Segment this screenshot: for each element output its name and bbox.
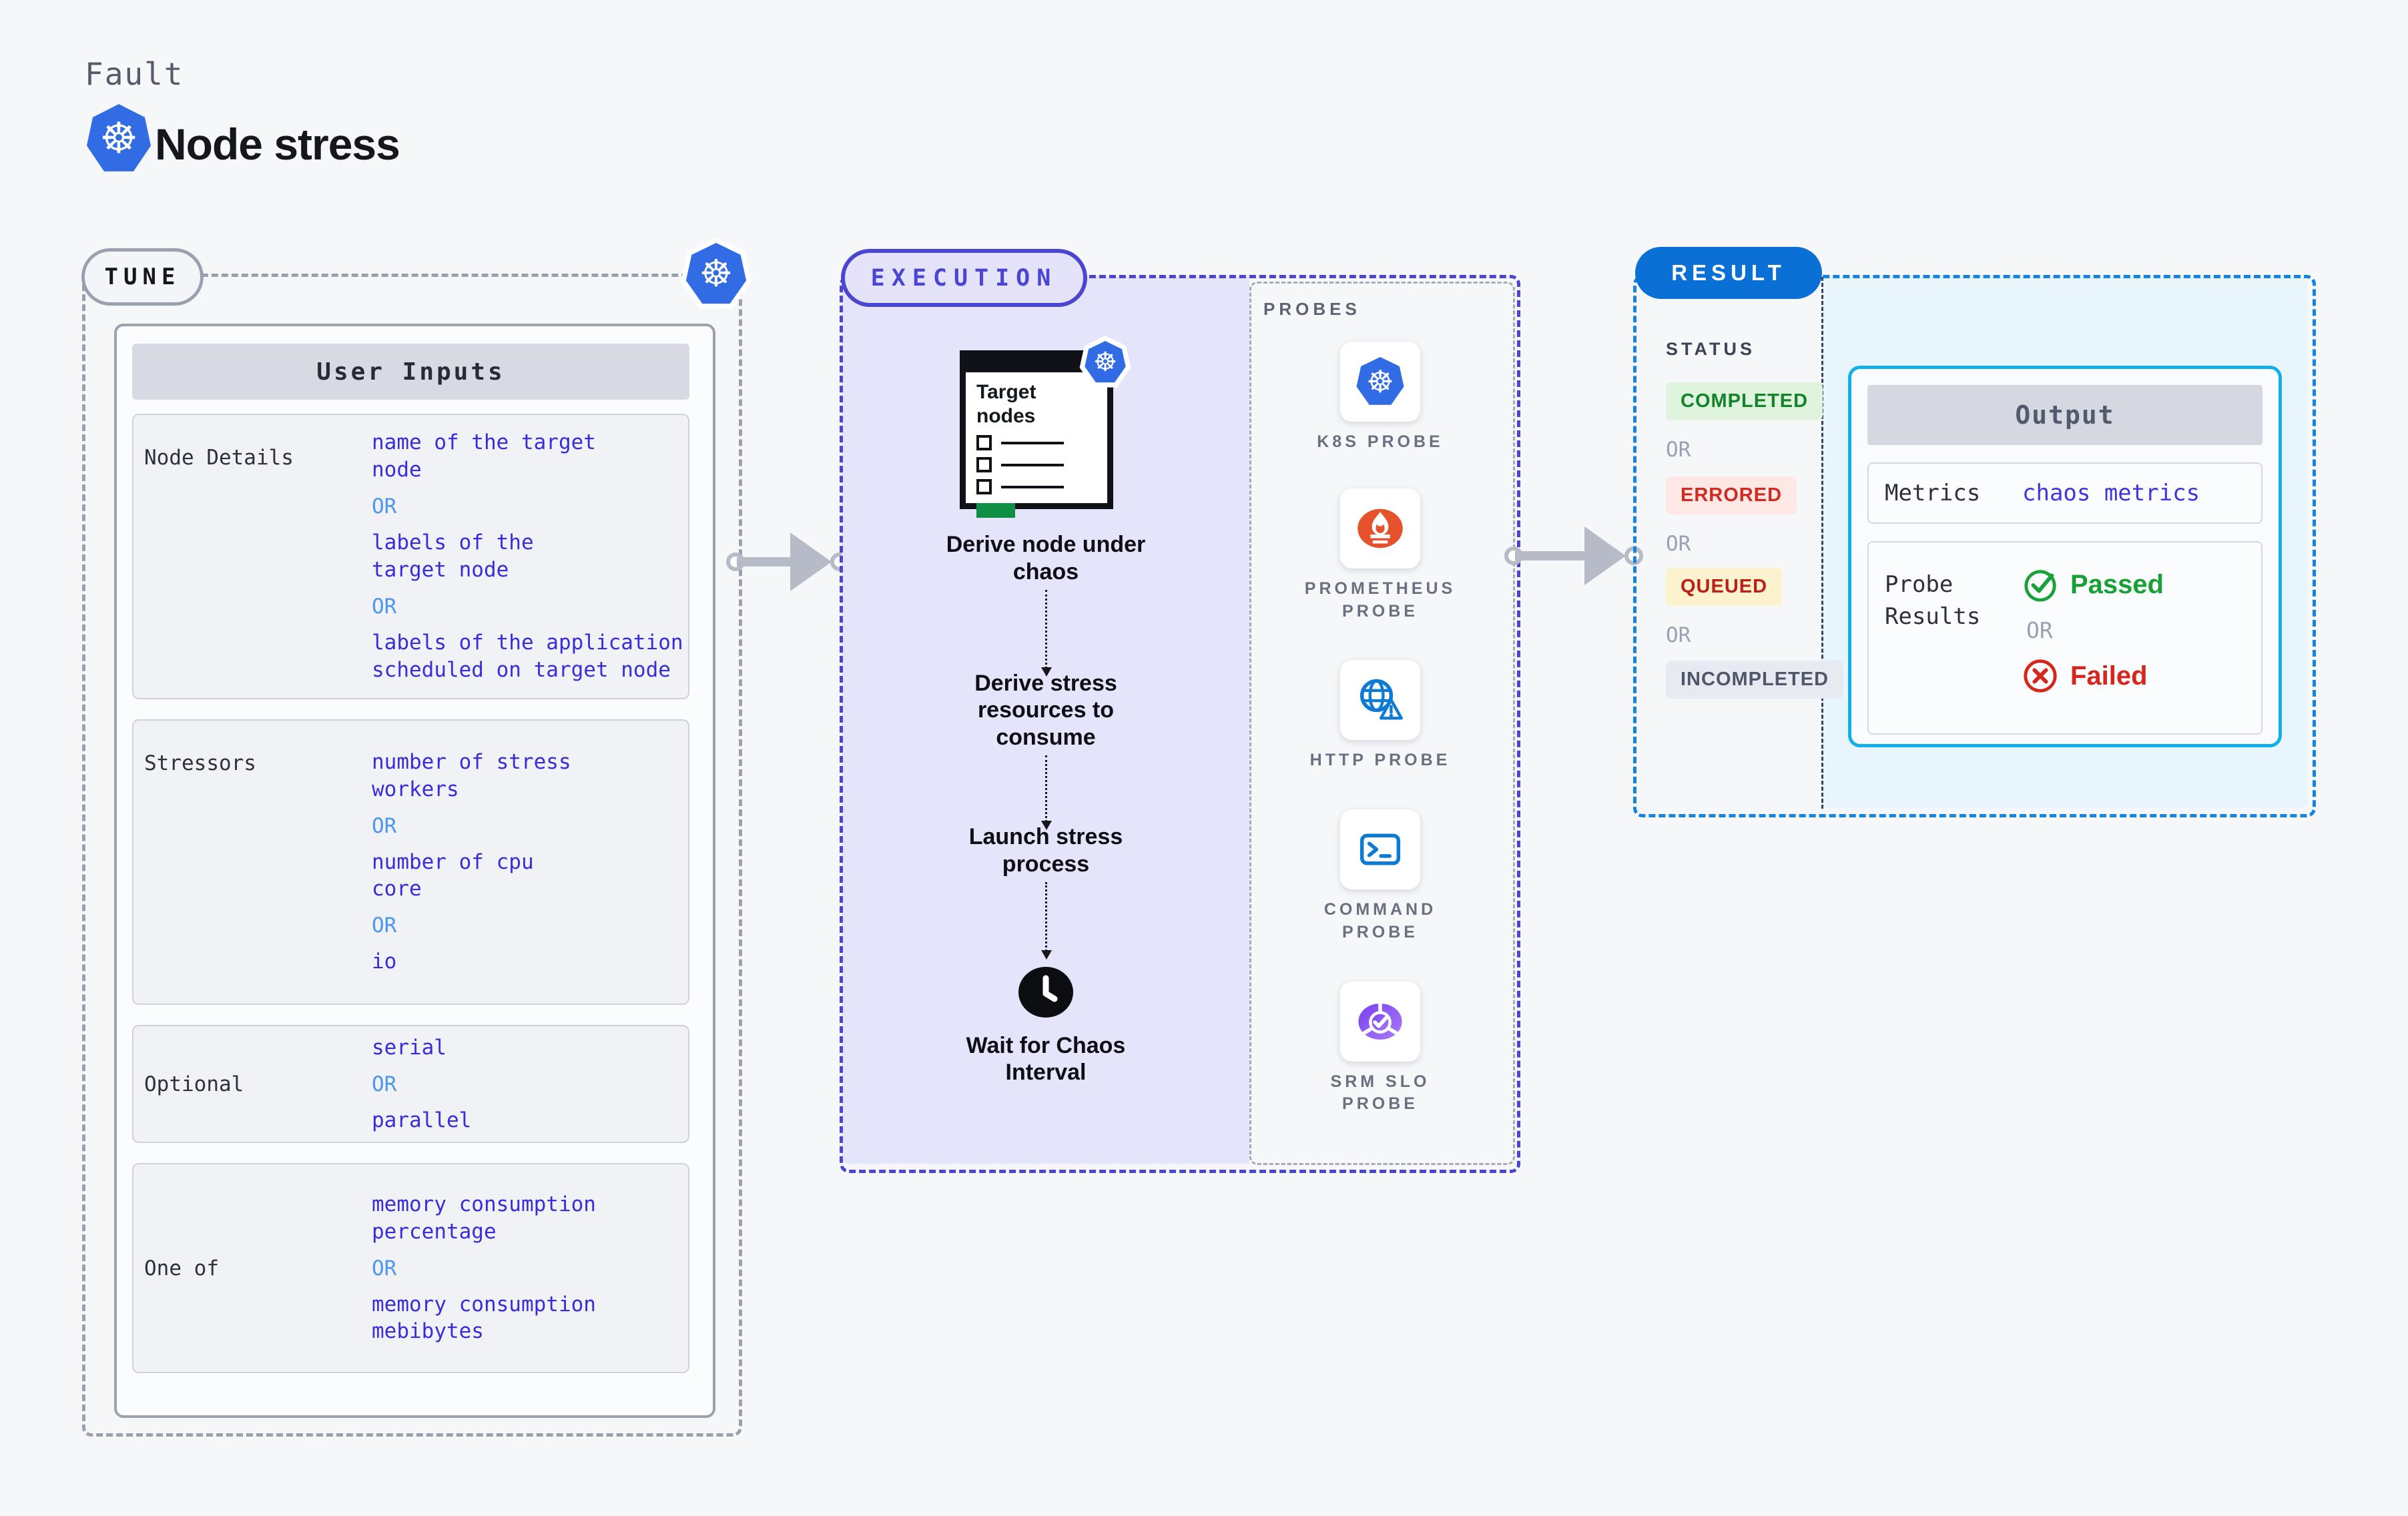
- execution-section-box: [840, 275, 1520, 1173]
- probes-title: PROBES: [1263, 299, 1361, 319]
- kubernetes-badge-icon: ☸: [681, 238, 751, 309]
- execution-to-result-arrow-icon: [1504, 526, 1643, 585]
- user-inputs-header: User Inputs: [132, 344, 689, 400]
- tune-row-one-of: One of memory consumption percentage OR …: [132, 1163, 689, 1373]
- or-separator: OR: [1666, 623, 1691, 647]
- or-separator: OR: [1666, 532, 1691, 556]
- x-circle-icon: [2024, 659, 2057, 693]
- execution-flow: Derive node under chaos Derive stress re…: [842, 531, 1249, 1086]
- flow-step: Derive stress resources to consume: [974, 670, 1117, 751]
- probes-list: ☸ K8S PROBE PROMETHEUS PROBE: [1249, 282, 1511, 1116]
- probe-results-row: Probe Results Passed OR Faile: [1867, 541, 2263, 735]
- probe-label: PROMETHEUS PROBE: [1304, 579, 1456, 621]
- probe-label: K8S PROBE: [1317, 432, 1444, 451]
- fault-eyebrow: Fault: [85, 56, 184, 92]
- row-label: Stressors: [144, 751, 256, 775]
- page-title: Node stress: [155, 119, 400, 169]
- or-separator: OR: [372, 913, 397, 938]
- tune-badge: TUNE: [81, 248, 204, 306]
- row-value: labels of the target node: [372, 530, 534, 582]
- probe-label: HTTP PROBE: [1309, 751, 1451, 770]
- or-separator: OR: [2026, 617, 2053, 643]
- flow-arrow-icon: [1040, 755, 1052, 830]
- tune-section-box: [82, 274, 742, 1437]
- flow-step: Derive node under chaos: [946, 532, 1146, 585]
- row-value: serial: [372, 1035, 446, 1060]
- kubernetes-badge-icon: ☸: [1079, 336, 1131, 388]
- status-badge-queued: QUEUED: [1666, 568, 1783, 606]
- execution-badge: EXECUTION: [841, 249, 1087, 307]
- status-column: STATUS COMPLETED OR ERRORED OR QUEUED OR…: [1633, 275, 1844, 699]
- check-circle-icon: [2024, 570, 2056, 602]
- status-badge-errored: ERRORED: [1666, 476, 1797, 514]
- probe-label: SRM SLO PROBE: [1330, 1072, 1430, 1114]
- tune-row-stressors: Stressors number of stress workers OR nu…: [132, 719, 689, 1005]
- srm-slo-probe-icon: [1340, 981, 1420, 1062]
- status-badge-completed: COMPLETED: [1666, 382, 1823, 420]
- status-title: STATUS: [1666, 339, 1755, 359]
- row-value: labels of the application scheduled on t…: [372, 630, 683, 682]
- passed-line: Passed: [2022, 566, 2261, 603]
- metrics-value: chaos metrics: [2022, 480, 2200, 506]
- flow-step: Wait for Chaos Interval: [966, 1032, 1126, 1086]
- metrics-label: Metrics: [1885, 480, 1981, 506]
- flow-step: Launch stress process: [968, 823, 1123, 877]
- http-probe-icon: [1340, 660, 1420, 741]
- failed-label: Failed: [2070, 661, 2148, 691]
- output-header: Output: [1867, 385, 2263, 445]
- or-separator: OR: [372, 494, 397, 519]
- or-separator: OR: [372, 813, 397, 838]
- row-value: number of cpu core: [372, 849, 534, 901]
- row-label: Node Details: [144, 446, 294, 470]
- status-badge-incompleted: INCOMPLETED: [1666, 661, 1844, 699]
- failed-line: Failed: [2022, 658, 2261, 694]
- flow-arrow-icon: [1040, 589, 1052, 677]
- prometheus-probe-icon: [1340, 488, 1420, 568]
- row-value: parallel: [372, 1108, 472, 1132]
- result-section-box: [1633, 275, 2316, 817]
- clipboard-title: Target nodes: [976, 381, 1036, 427]
- row-value: io: [372, 950, 397, 974]
- or-separator: OR: [1666, 438, 1691, 462]
- probe-results-label: Probe Results: [1885, 571, 1981, 630]
- row-value: memory consumption percentage: [372, 1192, 596, 1244]
- flow-arrow-icon: [1040, 881, 1052, 960]
- or-separator: OR: [372, 1256, 397, 1280]
- command-probe-icon: [1340, 809, 1420, 889]
- passed-label: Passed: [2070, 569, 2164, 599]
- clock-icon: [1017, 964, 1075, 1024]
- row-value: memory consumption mebibytes: [372, 1292, 596, 1344]
- result-badge: RESULT: [1635, 247, 1822, 299]
- or-separator: OR: [372, 1072, 397, 1096]
- tune-to-execution-arrow-icon: [726, 532, 849, 591]
- probe-label: COMMAND PROBE: [1323, 900, 1437, 941]
- status-output-divider: [1821, 277, 1823, 809]
- metrics-row: Metrics chaos metrics: [1867, 462, 2263, 524]
- row-label: One of: [144, 1256, 219, 1280]
- row-value: number of stress workers: [372, 749, 571, 801]
- k8s-probe-icon: ☸: [1340, 342, 1420, 422]
- or-separator: OR: [372, 594, 397, 619]
- output-card: Output Metrics chaos metrics Probe Resul…: [1848, 366, 2282, 747]
- row-value: name of the target node: [372, 430, 596, 482]
- kubernetes-logo-icon: ☸: [85, 104, 152, 173]
- row-label: Optional: [144, 1072, 244, 1096]
- tune-row-optional: Optional serial OR parallel: [132, 1025, 689, 1143]
- tune-row-node-details: Node Details name of the target node OR …: [132, 414, 689, 699]
- probes-section-box: [1249, 282, 1515, 1165]
